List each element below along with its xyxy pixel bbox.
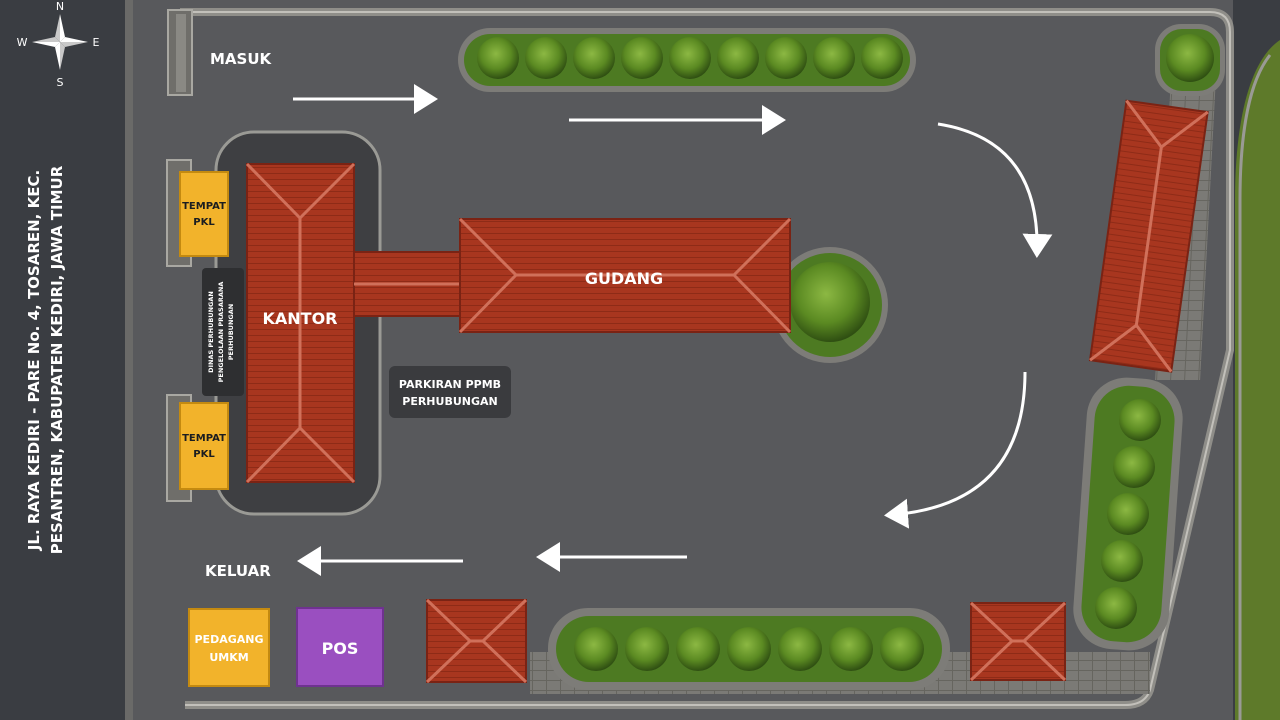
tree xyxy=(1101,540,1143,582)
perimeter-wall-top xyxy=(180,11,1231,706)
tree xyxy=(778,627,822,671)
tree xyxy=(829,627,873,671)
street-road xyxy=(0,0,125,720)
tree xyxy=(1107,493,1149,535)
gudang-building xyxy=(458,217,792,334)
dinas-label-2: PENGELOLAAN PRASARANA xyxy=(217,282,225,383)
gudang-label: GUDANG xyxy=(585,269,663,288)
tree xyxy=(525,37,567,79)
street-name-line-2: PESANTREN, KABUPATEN KEDIRI, JAWA TIMUR xyxy=(48,165,66,554)
tree xyxy=(790,262,870,342)
tree xyxy=(573,37,615,79)
tree xyxy=(1119,399,1161,441)
tempat-pkl-bottom-label-1: TEMPAT xyxy=(182,433,226,444)
dinas-label-3: PERHUBUNGAN xyxy=(227,304,235,360)
compass-rose: N S E W xyxy=(17,0,100,89)
kantor-label: KANTOR xyxy=(262,309,337,328)
entrance-gate-post xyxy=(176,14,186,92)
tempat-pkl-bottom xyxy=(179,402,229,490)
sidewalk-edge xyxy=(1238,54,1272,720)
planter-corner xyxy=(1155,24,1225,96)
tempat-pkl-top-label-1: TEMPAT xyxy=(182,201,226,212)
pos-building xyxy=(296,607,384,687)
planter-right xyxy=(1073,377,1183,651)
arrow-curve-right xyxy=(937,122,1053,258)
tree xyxy=(1113,446,1155,488)
planter-gudang xyxy=(772,247,888,363)
street-name-line-1: JL. RAYA KEDIRI - PARE No. 4, TOSAREN, K… xyxy=(25,170,43,551)
grass-field xyxy=(1235,40,1280,720)
pedagang-label-1: PEDAGANG xyxy=(195,633,264,646)
building-south xyxy=(425,598,528,684)
parkiran-label-2: PERHUBUNGAN xyxy=(402,395,497,408)
tree xyxy=(621,37,663,79)
arrow-curve-bottom xyxy=(884,371,1027,529)
street-curb xyxy=(125,0,133,720)
compass-west: W xyxy=(17,36,28,49)
keluar-label: KELUAR xyxy=(205,562,271,580)
dinas-label-1: DINAS PERHUBUNGAN xyxy=(207,291,215,373)
tempat-pkl-top-label-2: PKL xyxy=(193,217,215,228)
traffic-arrows xyxy=(293,84,1053,576)
parkiran-label-1: PARKIRAN PPMB xyxy=(399,378,501,391)
tree xyxy=(880,627,924,671)
pos-label: POS xyxy=(322,639,359,658)
tree xyxy=(861,37,903,79)
tree xyxy=(477,37,519,79)
masuk-label: MASUK xyxy=(210,50,273,68)
tree xyxy=(813,37,855,79)
compass-south: S xyxy=(57,76,64,89)
tree xyxy=(717,37,759,79)
tempat-pkl-bottom-label-2: PKL xyxy=(193,449,215,460)
compass-north: N xyxy=(56,0,64,13)
dinas-sign xyxy=(202,268,244,396)
tempat-pkl-top xyxy=(179,171,229,257)
planter-top xyxy=(458,28,916,92)
tree xyxy=(625,627,669,671)
parkiran-sign xyxy=(389,366,511,418)
tree xyxy=(727,627,771,671)
building-east xyxy=(1088,99,1209,373)
building-southeast xyxy=(969,601,1067,682)
pedagang-umkm xyxy=(188,608,270,687)
kantor-building xyxy=(245,162,356,484)
compass-east: E xyxy=(93,36,100,49)
tree xyxy=(1166,34,1214,82)
planter-bottom xyxy=(548,608,950,690)
tree xyxy=(1095,587,1137,629)
tree xyxy=(574,627,618,671)
tree xyxy=(676,627,720,671)
tree xyxy=(669,37,711,79)
tree xyxy=(765,37,807,79)
pedagang-label-2: UMKM xyxy=(209,651,248,664)
